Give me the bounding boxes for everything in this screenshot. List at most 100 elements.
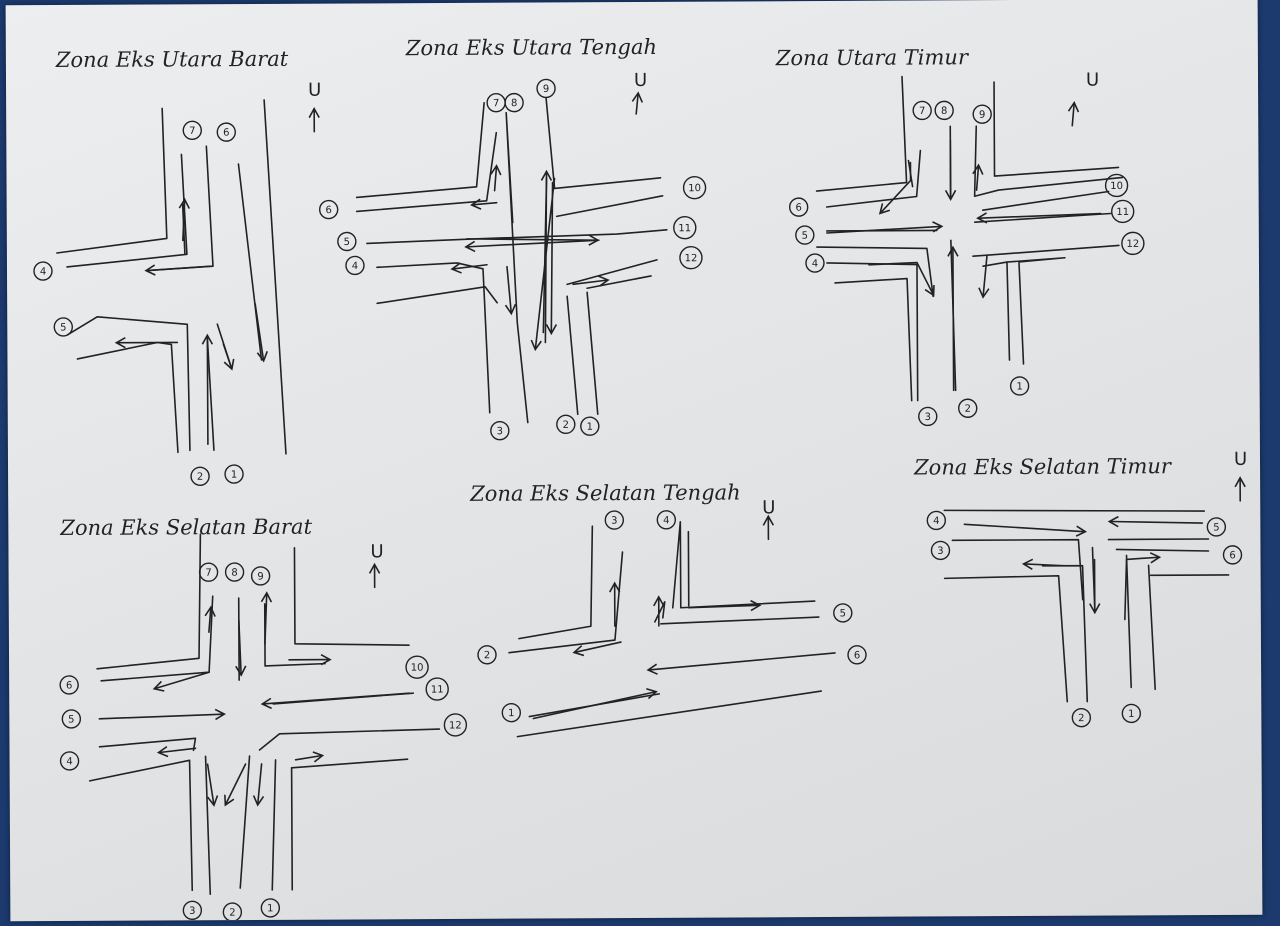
label-number: 7: [493, 98, 499, 109]
label-number: 5: [68, 714, 74, 725]
label-number: 8: [511, 98, 517, 109]
label-number: 10: [688, 183, 701, 194]
label-number: 8: [941, 106, 947, 117]
zone-title: Zona Eks Utara Barat: [55, 47, 289, 72]
movement-label: 10: [406, 656, 428, 678]
movement-label: 12: [444, 714, 466, 736]
north-label: U: [308, 80, 321, 101]
north-label: U: [762, 497, 775, 518]
movement-label: 11: [674, 217, 696, 239]
label-number: 3: [189, 906, 195, 917]
label-number: 4: [66, 756, 72, 767]
movement-label: 3: [183, 901, 201, 919]
movement-label: 2: [557, 415, 575, 433]
label-number: 1: [231, 470, 237, 481]
label-number: 6: [795, 203, 801, 214]
movement-label: 6: [217, 123, 235, 141]
north-label: U: [1086, 70, 1099, 91]
north-label: U: [370, 541, 383, 562]
movement-label: 2: [959, 399, 977, 417]
movement-label: 1: [261, 899, 279, 917]
label-number: 10: [1110, 181, 1123, 192]
movement-label: 7: [200, 563, 218, 581]
label-number: 8: [231, 568, 237, 579]
sketch-canvas: Zona Eks Utara Barat U Zona Eks Utara Te…: [6, 0, 1263, 921]
movement-label: 4: [927, 511, 945, 529]
movement-label: 8: [935, 101, 953, 119]
zone-title: Zona Eks Selatan Timur: [913, 454, 1173, 479]
movement-label: 6: [320, 201, 338, 219]
label-number: 12: [685, 253, 698, 264]
label-number: 11: [431, 685, 444, 696]
movement-label: 5: [54, 318, 72, 336]
label-number: 1: [1016, 381, 1022, 392]
zone-utara-barat-roads: [56, 100, 316, 455]
label-number: 7: [205, 568, 211, 579]
label-number: 5: [840, 608, 846, 619]
movement-label: 1: [225, 465, 243, 483]
movement-label: 4: [61, 752, 79, 770]
label-number: 12: [449, 720, 462, 731]
movement-label: 2: [223, 903, 241, 921]
movement-label: 5: [834, 604, 852, 622]
movement-label: 7: [913, 101, 931, 119]
movement-label: 11: [426, 678, 448, 700]
label-number: 2: [563, 420, 569, 431]
zone-title: Zona Eks Selatan Tengah: [469, 480, 741, 505]
movement-label: 5: [338, 232, 356, 250]
label-number: 12: [1126, 239, 1139, 250]
movement-label: 2: [191, 467, 209, 485]
label-number: 1: [587, 422, 593, 433]
movement-label: 6: [790, 198, 808, 216]
movement-label: 3: [931, 541, 949, 559]
movement-label: 7: [487, 94, 505, 112]
zone-selatan-tengah-roads: [508, 517, 835, 737]
label-number: 1: [508, 708, 514, 719]
zone-utara-tengah-roads: [356, 94, 668, 424]
zone-title: Zona Eks Utara Tengah: [405, 35, 657, 60]
label-number: 9: [543, 84, 549, 95]
movement-label: 6: [848, 646, 866, 664]
label-number: 9: [257, 571, 263, 582]
label-number: 4: [933, 516, 939, 527]
movement-label: 2: [478, 646, 496, 664]
movement-label: 4: [346, 256, 364, 274]
movement-label: 1: [1122, 704, 1140, 722]
movement-label: 3: [491, 422, 509, 440]
label-number: 5: [802, 231, 808, 242]
label-number: 11: [1116, 207, 1129, 218]
label-number: 11: [678, 223, 691, 234]
movement-label: 4: [657, 511, 675, 529]
movement-label: 12: [680, 247, 702, 269]
label-number: 6: [325, 205, 331, 216]
label-number: 4: [663, 515, 669, 526]
label-number: 6: [223, 128, 229, 139]
label-number: 6: [66, 680, 72, 691]
label-number: 7: [919, 106, 925, 117]
label-number: 5: [1213, 522, 1219, 533]
label-number: 9: [979, 110, 985, 121]
zone-selatan-timur-roads: [944, 479, 1241, 703]
label-number: 4: [812, 259, 818, 270]
movement-label: 3: [605, 511, 623, 529]
label-number: 10: [411, 663, 424, 674]
label-number: 5: [344, 237, 350, 248]
movement-label: 4: [34, 262, 52, 280]
label-number: 2: [229, 908, 235, 919]
zone-selatan-barat-roads: [88, 533, 440, 895]
label-number: 1: [267, 903, 273, 914]
label-number: 6: [854, 650, 860, 661]
movement-label: 12: [1122, 232, 1144, 254]
movement-label: 2: [1072, 709, 1090, 727]
label-number: 1: [1128, 709, 1134, 720]
label-number: 7: [189, 126, 195, 137]
movement-label: 3: [919, 407, 937, 425]
label-number: 2: [1078, 713, 1084, 724]
movement-label: 10: [684, 177, 706, 199]
zone-title: Zona Eks Selatan Barat: [59, 515, 312, 540]
label-number: 4: [352, 261, 358, 272]
north-label: U: [634, 70, 647, 91]
movement-label: 5: [796, 226, 814, 244]
label-number: 2: [484, 650, 490, 661]
label-number: 3: [937, 546, 943, 557]
